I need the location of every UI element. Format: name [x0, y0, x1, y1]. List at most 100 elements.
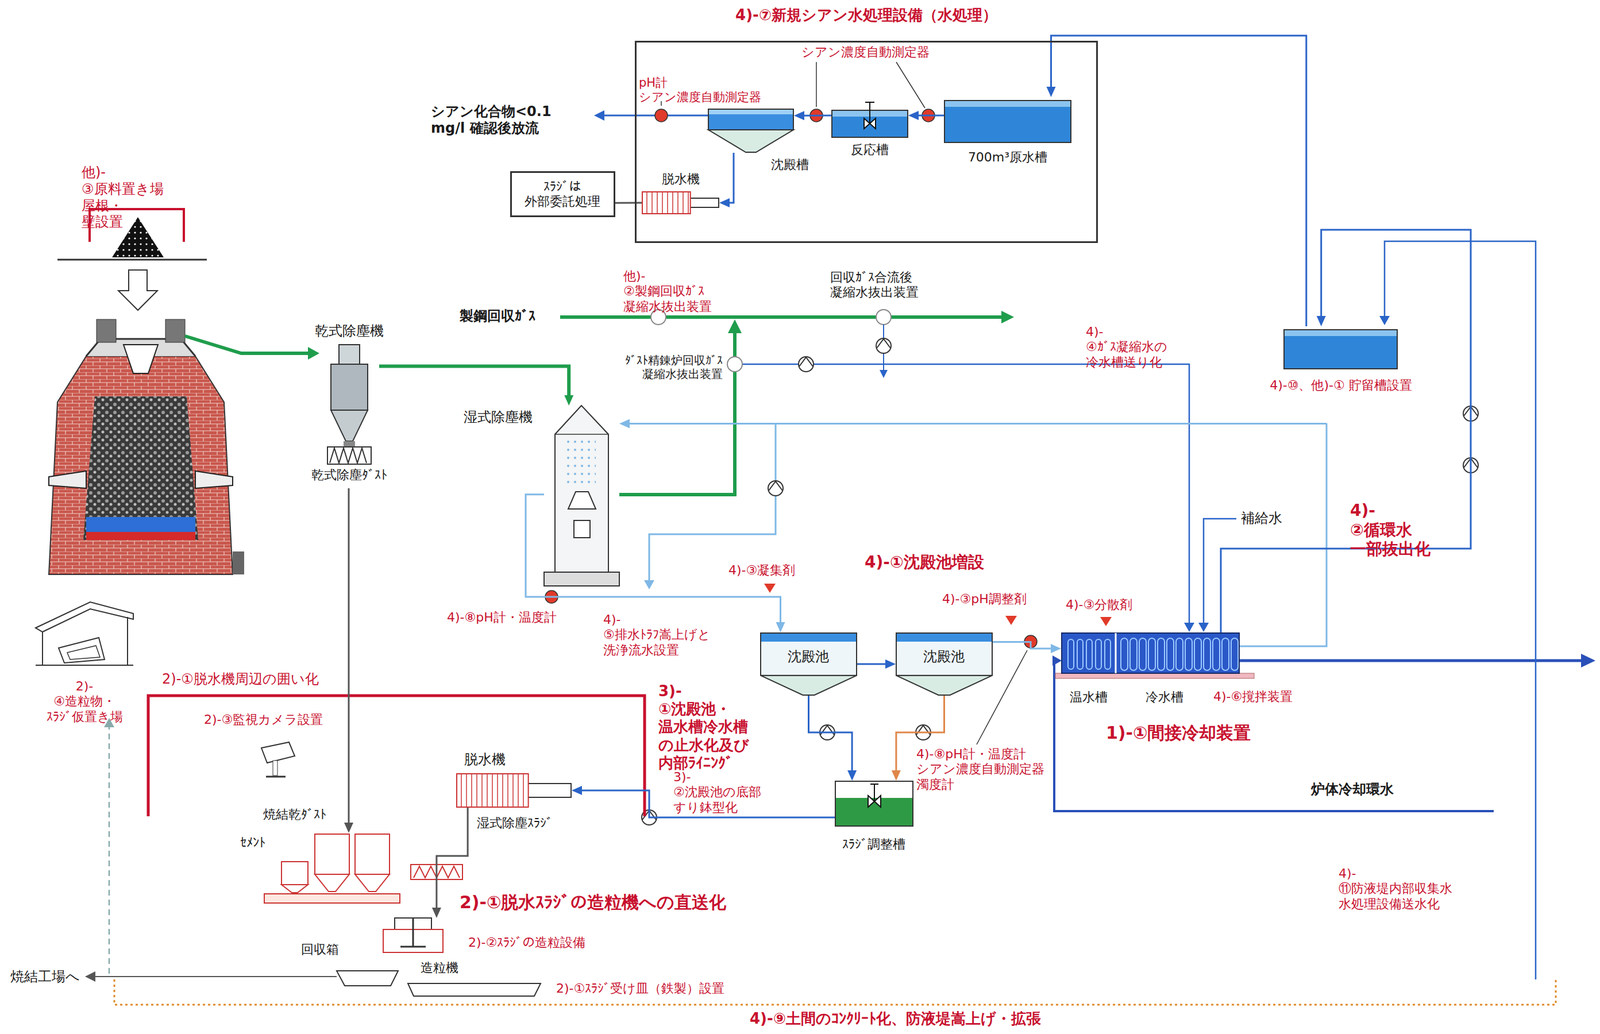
- part-path: [476, 774, 478, 807]
- pipe-line: [992, 642, 1054, 650]
- annotation-label: 3)-①沈殿池・ 温水槽冷水槽 の止水化及び 内部ﾗｲﾆﾝｸﾞ: [658, 682, 750, 773]
- annotation-label: 4)-③pH調整剤: [942, 591, 1027, 607]
- part-polygon: [123, 344, 158, 374]
- node-text: 温水槽: [1069, 689, 1108, 705]
- part-polygon: [760, 675, 857, 696]
- node-text: 焼結乾ﾀﾞｽﾄ: [263, 807, 327, 823]
- annotation-label: pH計 シアン濃度自動測定器: [638, 75, 762, 105]
- node-text: ｽﾗｼﾞ調整槽: [842, 837, 906, 852]
- part-rect: [1120, 638, 1128, 671]
- arrow-head: [908, 110, 919, 121]
- part-path: [742, 364, 1190, 626]
- part-rect: [708, 109, 793, 115]
- annotation-label: 3)-②沈殿池の底部 すり鉢型化: [673, 769, 762, 816]
- node-hotcold: 温水槽冷水槽: [1061, 632, 1240, 679]
- part-polygon: [83, 396, 199, 541]
- part-polygon: [1005, 615, 1017, 626]
- part-rect: [1194, 638, 1202, 671]
- part-polygon: [281, 884, 308, 893]
- part-rect: [314, 834, 350, 875]
- node-shape: [707, 106, 794, 153]
- node-shape: [377, 918, 449, 956]
- part-rect: [327, 446, 372, 465]
- annotation-label: 炉体冷却環水: [1311, 781, 1394, 798]
- part-polygon: [1379, 315, 1390, 326]
- part-polygon: [407, 983, 541, 997]
- part-path: [148, 695, 645, 817]
- arrow-head: [847, 770, 857, 781]
- part-path: [114, 979, 1556, 1005]
- pipe-line: [808, 695, 853, 773]
- part-polygon: [58, 637, 105, 663]
- arrow-head: [432, 907, 442, 919]
- pipe-line: [1051, 35, 1307, 327]
- node-silo: 焼結乾ﾀﾞｽﾄｾﾒﾝﾄ: [280, 833, 396, 904]
- part-path: [865, 102, 875, 124]
- part-path: [481, 774, 483, 807]
- annotation-label: シアン濃度自動測定器: [801, 44, 930, 60]
- part-rect: [642, 191, 691, 214]
- part-path: [649, 423, 776, 582]
- part-rect: [1086, 639, 1093, 670]
- part-rect: [573, 520, 591, 538]
- arrow-head: [793, 110, 805, 121]
- part-path: [465, 774, 468, 807]
- node-text: 4)-⑦新規シアン水処理設備（水処理）: [735, 6, 998, 25]
- part-path: [512, 774, 514, 807]
- node-scrubber: 湿式除塵機: [544, 405, 620, 588]
- pipe-line: [727, 152, 734, 203]
- node-tank: 沈殿槽: [707, 106, 794, 153]
- part-g: [261, 742, 295, 777]
- node-gran: 造粒機: [377, 918, 449, 956]
- annotation-label: 2)-①脱水ｽﾗｼﾞの造粒機への直送化: [459, 892, 727, 913]
- part-rect: [86, 517, 196, 532]
- pipe-connector: [344, 488, 354, 834]
- part-rect: [1203, 638, 1211, 671]
- part-polygon: [644, 580, 655, 590]
- part-circle: [727, 356, 743, 372]
- part-polygon: [1581, 653, 1596, 668]
- annotation-label: 他)-②製鋼回収ｶﾞｽ 凝縮水抜出装置: [623, 268, 712, 315]
- node-pond: 沈殿池: [895, 632, 993, 696]
- arrow-head: [891, 770, 901, 781]
- pipe-line: [1220, 229, 1471, 633]
- part-polygon: [594, 110, 605, 121]
- part-polygon: [330, 410, 368, 442]
- annotation-label: シアン化合物<0.1 mg/l 確認後放流: [430, 103, 586, 137]
- annotation-label: 2)-③監視カメラ設置: [203, 712, 323, 728]
- pipe-connector: [857, 659, 896, 669]
- part-polygon: [896, 675, 993, 696]
- arrow-head: [1050, 644, 1062, 654]
- part-rect: [456, 773, 529, 808]
- annotation-label: 4)-②循環水 一部抜出化: [1350, 500, 1431, 559]
- annotation-label: 4)-③分散剤: [1065, 597, 1133, 613]
- pipe-connector: [1046, 35, 1306, 327]
- node-shape: [456, 773, 572, 808]
- node-text: 脱水機: [661, 171, 700, 187]
- part-polygon: [879, 369, 888, 379]
- part-polygon: [85, 971, 96, 982]
- part-rect: [1104, 639, 1111, 670]
- part-rect: [1221, 638, 1229, 671]
- part-path: [517, 774, 519, 807]
- part-path: [184, 336, 310, 354]
- pipe-line: [916, 114, 944, 117]
- pipe-connector: [992, 642, 1062, 654]
- pipe-line: [627, 423, 1327, 647]
- part-path: [35, 617, 134, 666]
- pipe-connector: [793, 110, 832, 121]
- node-shed: 2)-④造粒物・ ｽﾗｼﾞ仮置き場: [35, 602, 134, 666]
- part-rect: [689, 198, 719, 208]
- annotation-label: 4)-⑪防液堤内部収集水 水処理設備送水化: [1338, 866, 1453, 912]
- part-path: [667, 192, 669, 214]
- part-path: [471, 774, 473, 807]
- part-rect: [896, 633, 992, 642]
- part-path: [619, 330, 735, 495]
- part-rect: [835, 781, 913, 827]
- part-rect: [1095, 639, 1102, 670]
- part-path: [329, 448, 367, 464]
- node-shape: [943, 97, 1072, 144]
- node-box: ｽﾗｼﾞは 外部委託処理: [510, 171, 616, 218]
- part-rect: [567, 440, 596, 487]
- arrow-head: [1046, 86, 1056, 98]
